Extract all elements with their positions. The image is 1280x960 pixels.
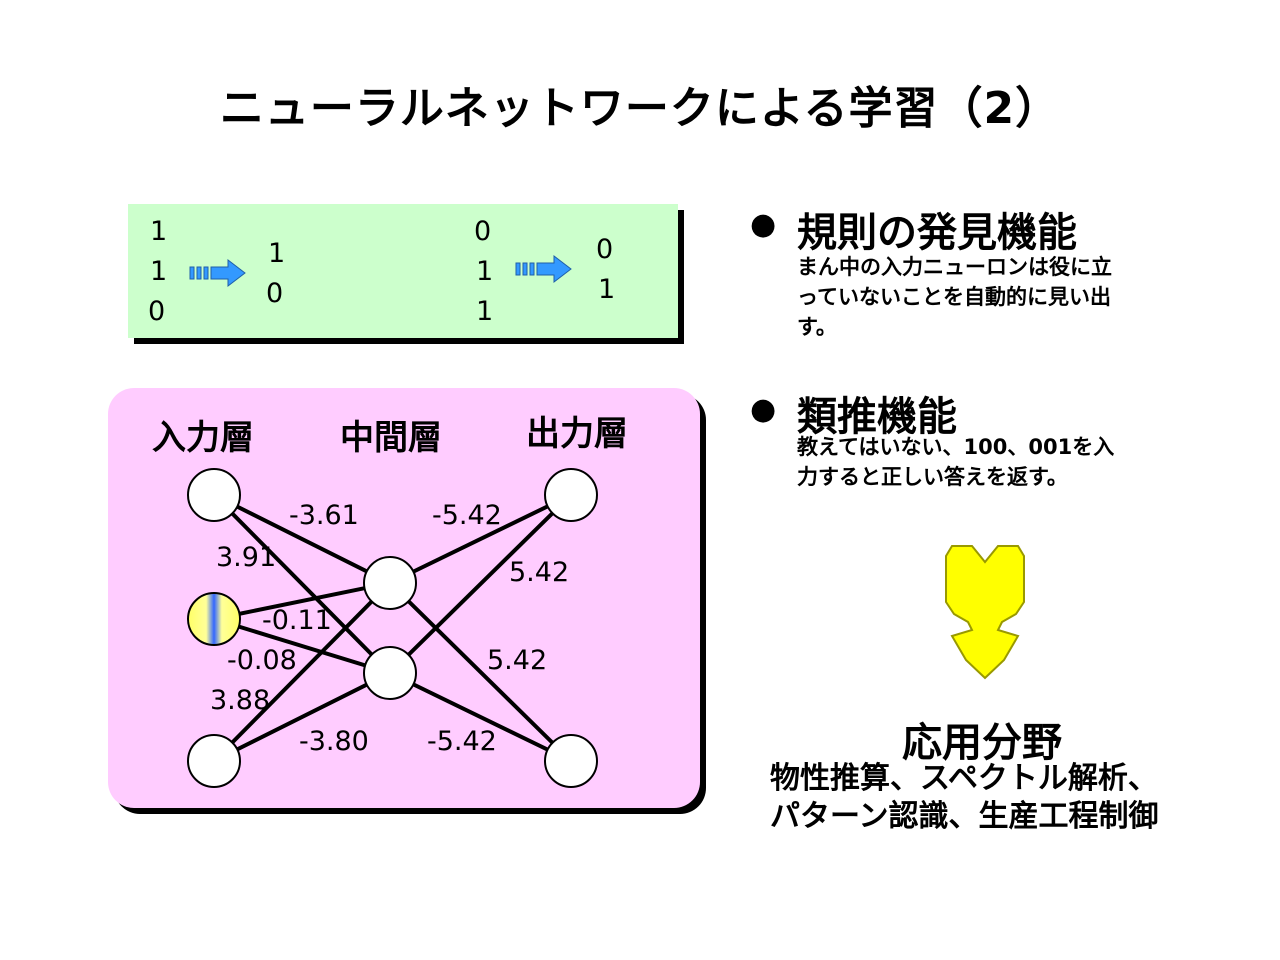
small-arrow-icon [189, 258, 246, 288]
hidden-node-2 [363, 646, 417, 700]
weight-label: 5.42 [509, 557, 570, 588]
example-input2-0: 0 [474, 216, 492, 247]
edge-h1-o1 [389, 493, 572, 585]
edge-i3-h1 [212, 581, 392, 763]
edge-i1-h1 [213, 493, 391, 585]
edge-h2-o2 [389, 671, 572, 763]
page-title: ニューラルネットワークによる学習（2） [219, 83, 1061, 134]
bullet-icon: ● [750, 392, 777, 427]
example-input2-2: 1 [476, 296, 494, 327]
applications-line: 物性推算、スペクトル解析、 [770, 761, 1158, 796]
output-node-2 [544, 734, 598, 788]
output-node-1 [544, 468, 598, 522]
input-node-2 [187, 592, 241, 646]
example-input1-1: 1 [150, 256, 168, 287]
output-layer-label: 出力層 [526, 414, 628, 454]
weight-label: 5.42 [487, 645, 548, 676]
input-layer-label: 入力層 [152, 418, 254, 458]
edge-i2-h1 [213, 581, 391, 621]
weight-label: 3.88 [210, 685, 271, 716]
applications-heading: 応用分野 [902, 720, 1062, 766]
weight-label: -3.80 [299, 726, 369, 757]
weight-label: 3.91 [216, 542, 277, 573]
edge-i1-h2 [212, 493, 392, 675]
example-box: 1 1 0 1 0 0 1 1 0 1 [128, 204, 678, 338]
edge-i3-h2 [213, 671, 391, 763]
edge-h2-o1 [388, 493, 573, 675]
example-input2-1: 1 [476, 256, 494, 287]
bullet-icon: ● [750, 207, 777, 242]
hidden-layer-label: 中間層 [340, 418, 442, 458]
example-output2-1: 1 [598, 274, 616, 305]
input-node-3 [187, 734, 241, 788]
weight-label: -0.08 [227, 645, 297, 676]
feature-description: まん中の入力ニューロンは役に立っていないことを自動的に見い出す。 [797, 255, 1112, 339]
weight-label: -0.11 [262, 605, 332, 636]
applications-list: 物性推算、スペクトル解析、 パターン認識、生産工程制御 [770, 760, 1159, 836]
feature-heading: 規則の発見機能 [797, 210, 1077, 256]
edge-h1-o2 [388, 581, 573, 763]
weight-label: -3.61 [289, 500, 359, 531]
input-node-1 [187, 468, 241, 522]
down-arrow-icon [945, 545, 1025, 680]
example-output1-1: 0 [266, 278, 284, 309]
applications-line: パターン認識、生産工程制御 [770, 799, 1159, 834]
weight-label: -5.42 [427, 726, 497, 757]
example-input1-0: 1 [150, 216, 168, 247]
feature-heading: 類推機能 [797, 394, 957, 440]
hidden-node-1 [363, 556, 417, 610]
small-arrow-icon [515, 254, 572, 284]
example-output2-0: 0 [596, 234, 614, 265]
feature-description: 教えてはいない、100、001を入力すると正しい答えを返す。 [797, 435, 1115, 489]
example-output1-0: 1 [268, 238, 286, 269]
weight-label: -5.42 [432, 500, 502, 531]
example-input1-2: 0 [148, 296, 166, 327]
edge-i2-h2 [213, 617, 391, 675]
